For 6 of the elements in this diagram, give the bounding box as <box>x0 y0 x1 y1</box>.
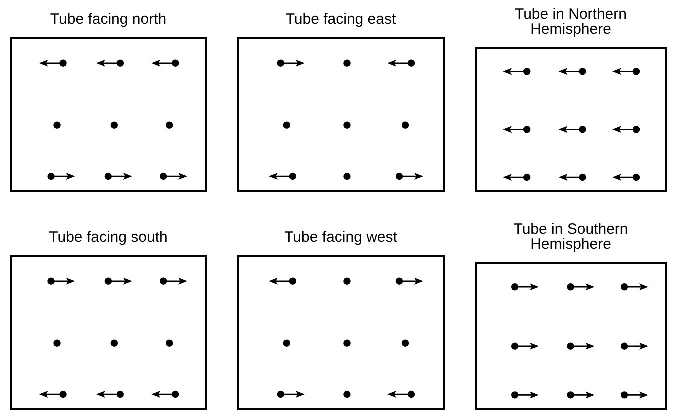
panel-title: Tube facing west <box>284 230 398 246</box>
panel-title: Tube in Northern Hemisphere <box>514 6 628 38</box>
panel-title: Tube in Southern Hemisphere <box>512 222 630 253</box>
panel-title: Tube facing east <box>284 12 398 28</box>
panel-title: Tube facing north <box>49 12 168 28</box>
panel-title: Tube facing south <box>48 230 169 246</box>
